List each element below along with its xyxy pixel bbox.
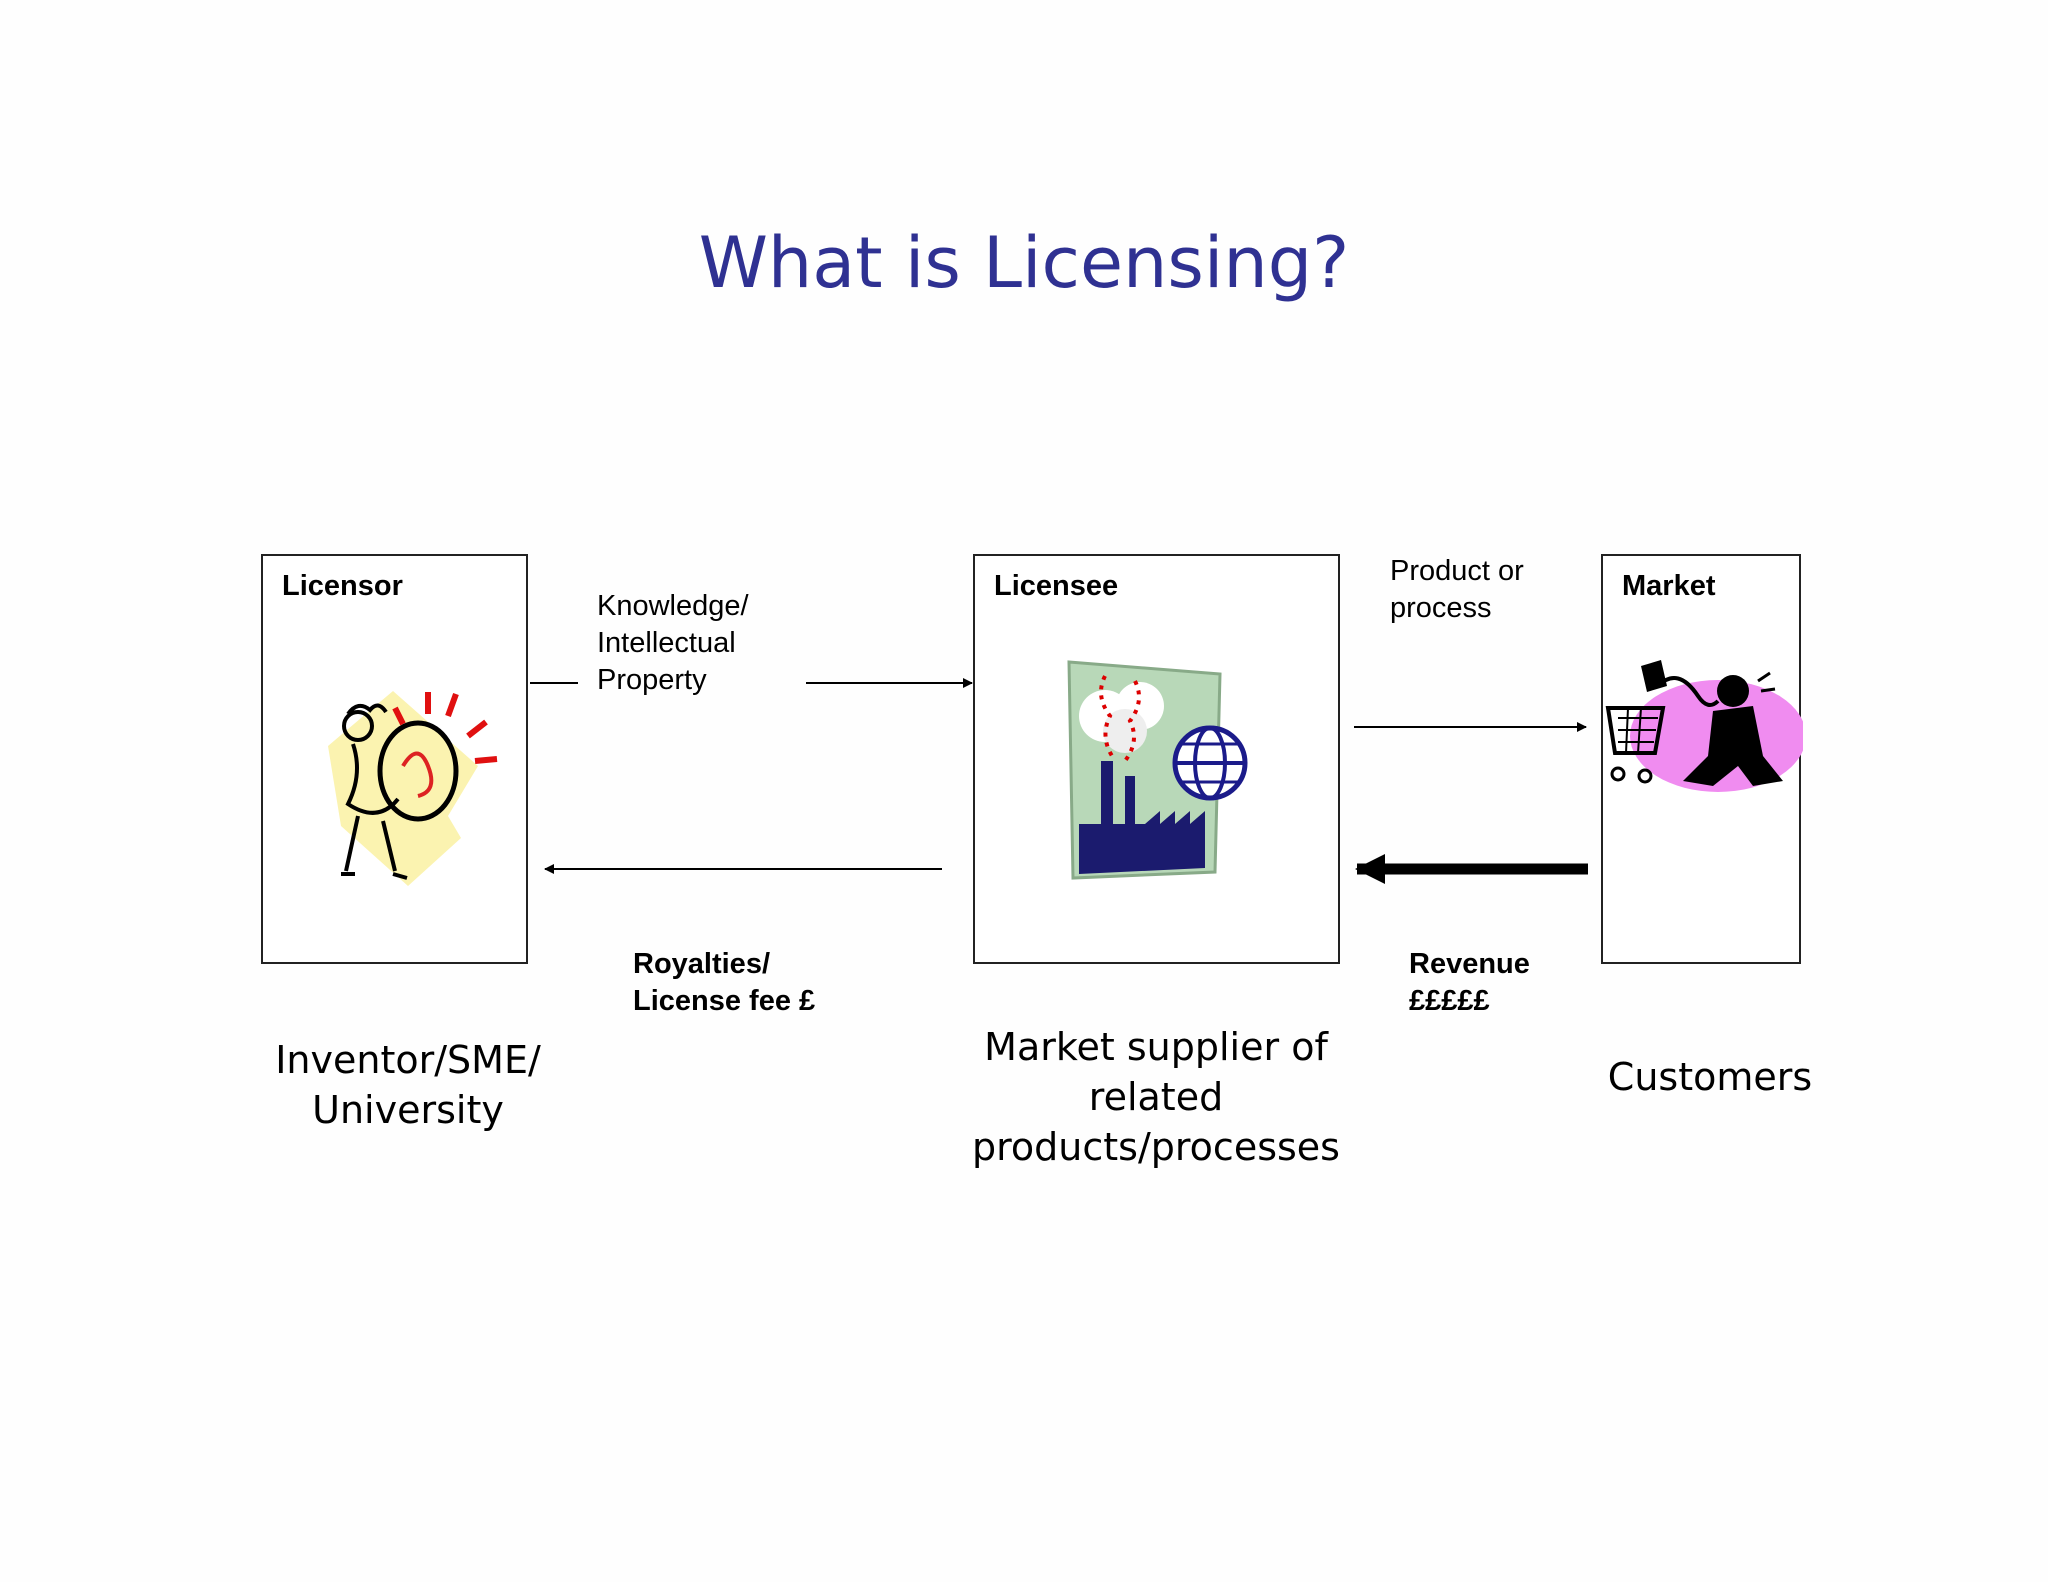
royalties-flow-label: Royalties/ License fee £ (633, 948, 816, 1017)
licensor-label: Licensor (282, 570, 403, 602)
page-title: What is Licensing? (698, 222, 1350, 304)
licensor-box: Licensor (261, 554, 528, 964)
market-box: Market (1601, 554, 1803, 964)
licensee-caption: Market supplier of related products/proc… (972, 1025, 1340, 1169)
licensee-box: Licensee (973, 554, 1340, 964)
product-flow-label: Product or process (1390, 555, 1524, 624)
lightbulb-inventor-icon (328, 691, 498, 886)
revenue-flow-label: Revenue £££££ (1409, 948, 1530, 1017)
shopping-cart-customer-icon (1605, 660, 1803, 792)
market-label: Market (1622, 570, 1716, 602)
market-caption: Customers (1607, 1055, 1813, 1099)
knowledge-flow-label: Knowledge/ Intellectual Property (597, 590, 749, 696)
licensee-label: Licensee (994, 570, 1119, 602)
factory-globe-icon (1067, 660, 1248, 880)
licensor-caption: Inventor/SME/ University (275, 1038, 541, 1132)
